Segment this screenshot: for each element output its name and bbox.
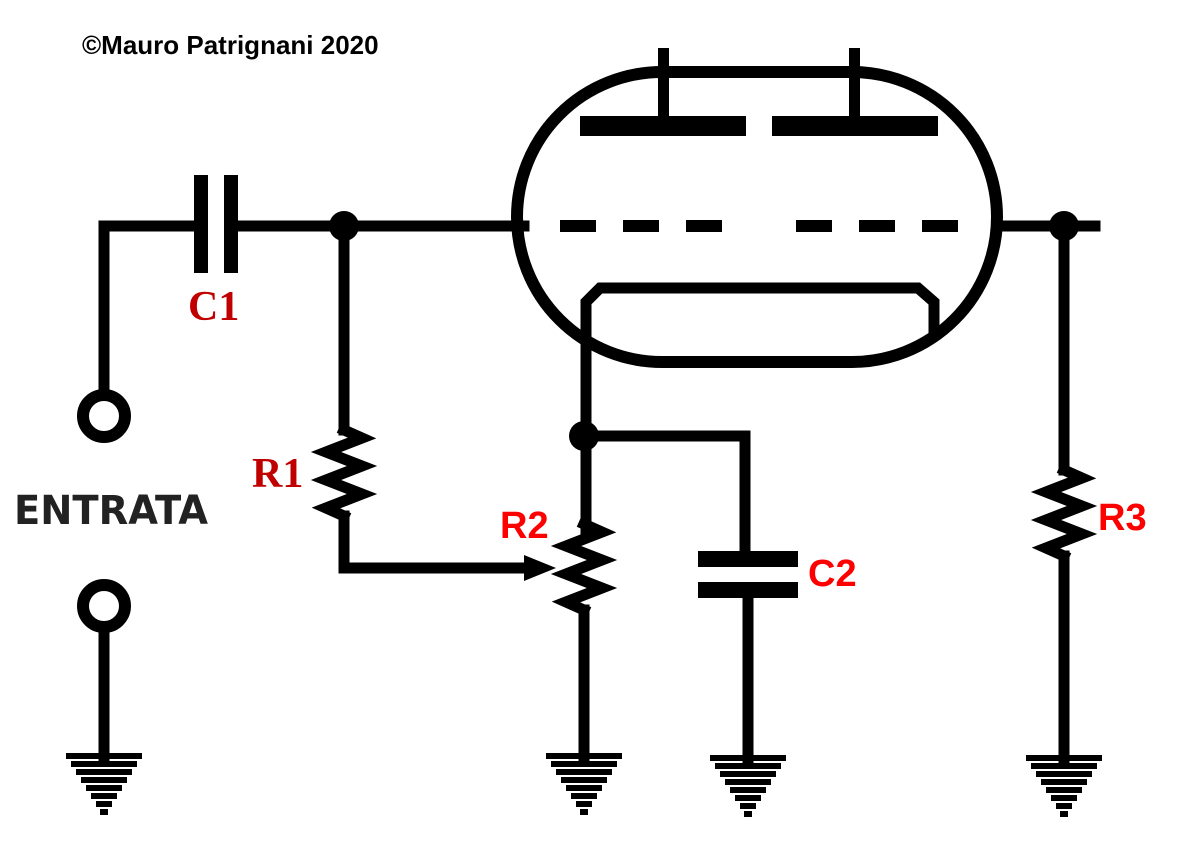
c2-top-wire (578, 430, 751, 561)
input-label: ENTRATA (14, 488, 208, 534)
resistor-r3 (1030, 462, 1098, 564)
capacitor-c1 (194, 175, 238, 273)
label-r3: R3 (1098, 497, 1147, 539)
tube-anodes (580, 48, 938, 136)
wiper-arrow (524, 555, 556, 581)
label-c2: C2 (808, 553, 857, 595)
label-r2: R2 (500, 505, 549, 547)
ground-symbol-input (66, 753, 142, 815)
resistor-r1 (310, 422, 378, 524)
input-terminal-top (77, 389, 131, 443)
resistor-r2 (550, 516, 618, 618)
capacitor-c2 (698, 551, 798, 598)
copyright-text: ©Mauro Patrignani 2020 (82, 30, 379, 60)
ground-symbol-r3 (1026, 755, 1102, 817)
r1-bottom-wire (338, 510, 534, 574)
label-c1: C1 (188, 284, 239, 330)
ground-symbol-c2 (710, 755, 786, 817)
tube-grids (560, 220, 958, 232)
label-r1: R1 (252, 451, 303, 497)
ground-symbol-r2 (546, 753, 622, 815)
input-wire (98, 220, 202, 401)
input-terminal-bottom (77, 579, 131, 633)
tube-cathode (580, 282, 940, 346)
vacuum-tube (511, 48, 1003, 368)
